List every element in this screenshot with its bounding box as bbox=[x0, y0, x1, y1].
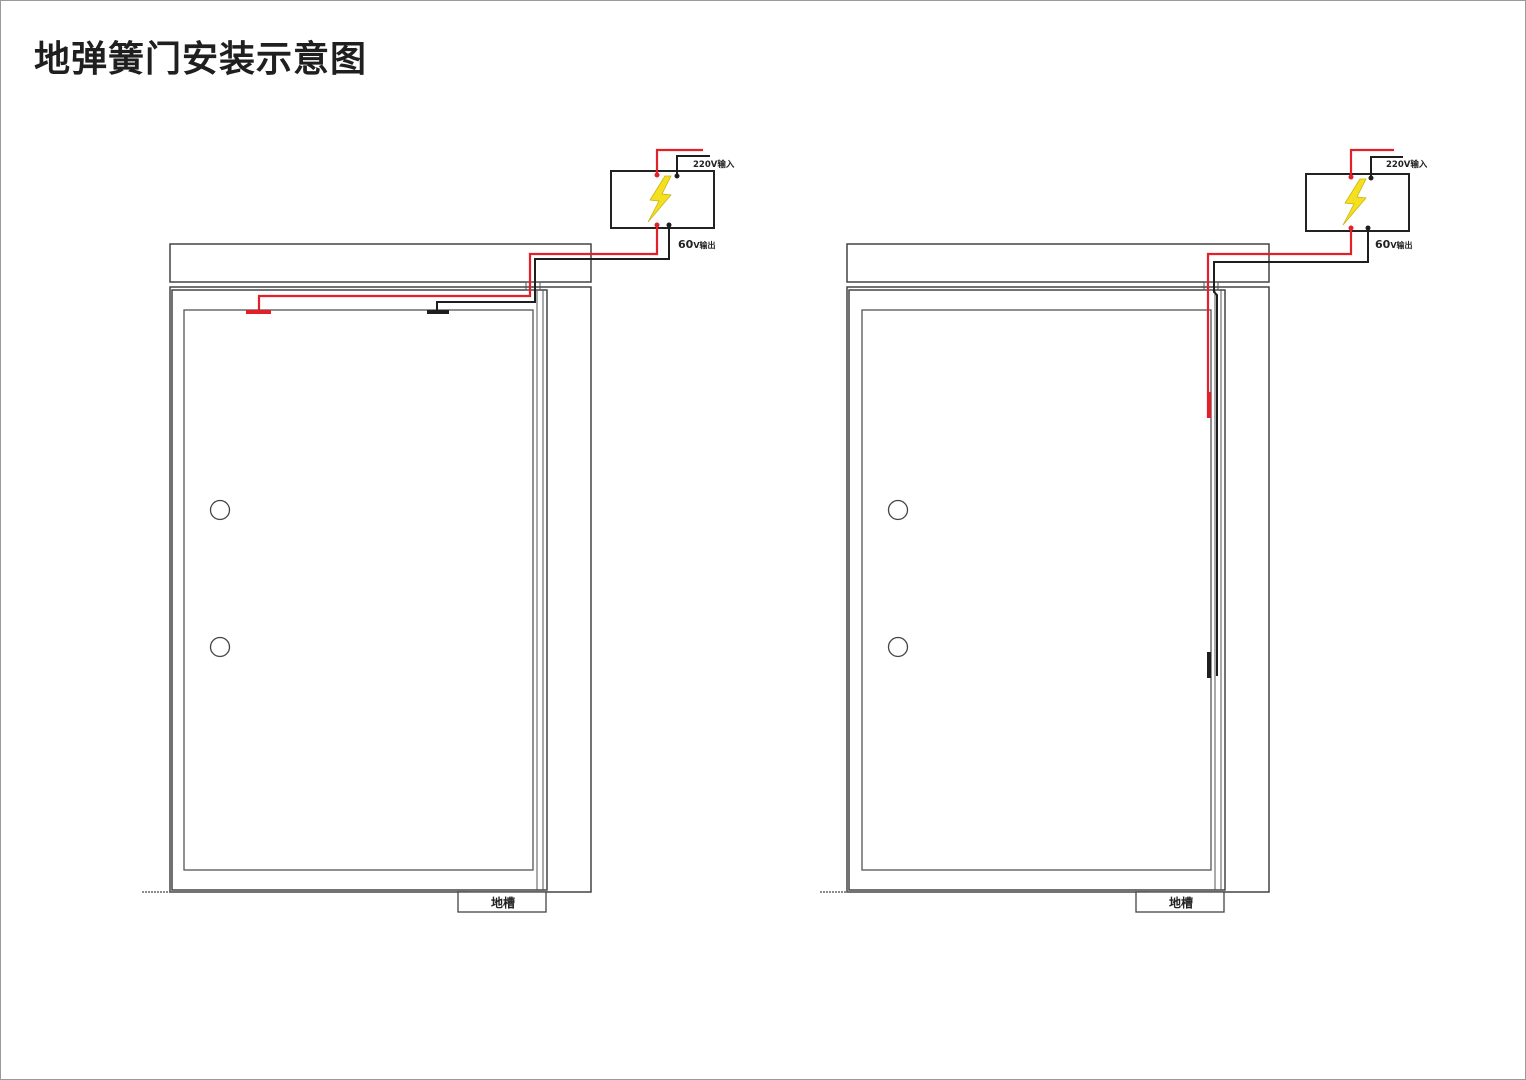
door-frame bbox=[169, 286, 592, 893]
door-glass-panel bbox=[861, 309, 1212, 871]
lightning-bolt-icon bbox=[647, 175, 672, 223]
page-title: 地弹簧门安装示意图 bbox=[34, 39, 368, 80]
floor-slot bbox=[1135, 891, 1225, 913]
door-frame bbox=[846, 286, 1270, 893]
output-label: 60V输出 bbox=[1375, 238, 1413, 251]
output-wire-positive bbox=[1206, 228, 1353, 418]
input-label: 220V输入 bbox=[1386, 159, 1428, 170]
input-wire-negative bbox=[1370, 156, 1403, 178]
terminal-dot bbox=[1348, 174, 1354, 180]
lightning-bolt-icon bbox=[1342, 178, 1367, 226]
input-label: 220V输入 bbox=[693, 159, 735, 170]
handle-hole-icon bbox=[209, 499, 231, 521]
handle-hole-icon bbox=[209, 636, 231, 658]
positive-contact bbox=[246, 310, 271, 314]
input-wire-negative bbox=[676, 155, 710, 176]
terminal-dot bbox=[1368, 175, 1374, 181]
input-wire-positive bbox=[1349, 148, 1394, 177]
positive-contact bbox=[1207, 392, 1211, 418]
handle-hole-icon bbox=[887, 636, 909, 658]
diagram-right: 地槽 220V输入 60V输出 bbox=[820, 148, 1428, 913]
floor-slot-label: 地槽 bbox=[491, 895, 515, 910]
handle-hole-icon bbox=[887, 499, 909, 521]
output-wire-positive bbox=[257, 225, 659, 312]
output-wire-negative bbox=[1213, 228, 1369, 676]
terminal-dot bbox=[654, 172, 660, 178]
top-pivot bbox=[525, 281, 541, 291]
input-wire-positive bbox=[655, 148, 703, 174]
negative-contact bbox=[1207, 652, 1211, 678]
door-leaf bbox=[171, 289, 548, 891]
negative-contact bbox=[427, 310, 449, 314]
door-leaf bbox=[848, 289, 1226, 891]
terminal-dot bbox=[674, 173, 680, 179]
output-label: 60V输出 bbox=[678, 238, 716, 251]
transom bbox=[846, 243, 1270, 283]
door-glass-panel bbox=[183, 309, 534, 871]
top-pivot bbox=[1203, 281, 1219, 291]
output-wire-negative bbox=[436, 225, 670, 312]
transom bbox=[169, 243, 592, 283]
diagram-left: 地槽 220V输入 60V输出 bbox=[142, 148, 735, 913]
floor-slot-label: 地槽 bbox=[1169, 895, 1193, 910]
floor-slot bbox=[457, 891, 547, 913]
